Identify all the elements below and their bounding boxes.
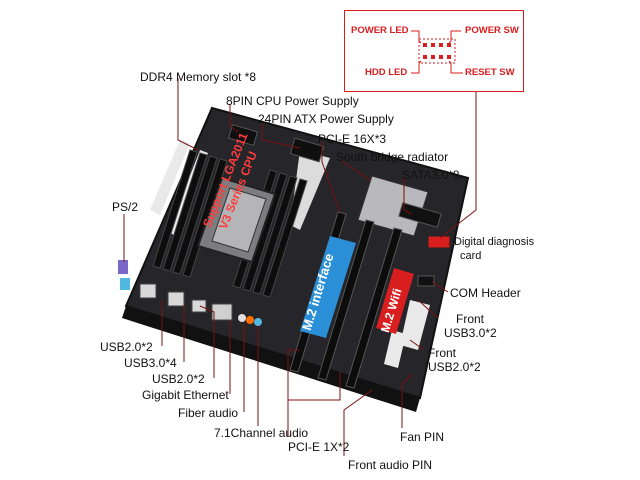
label-sata: SATA3.0*8 [402,168,460,182]
leader-front-usb3 [417,299,439,319]
label-front-audio: Front audio PIN [348,458,433,472]
label-usb3: USB3.0*4 [124,356,177,370]
label-pcie1: PCI-E 1X*2 [288,440,350,454]
sata-ports [398,202,442,228]
label-gigabit: Gigabit Ethernet [142,388,229,402]
leader-pcie16 [321,142,341,213]
label-cpu-power: 8PIN CPU Power Supply [226,94,359,108]
label-usb2-b: USB2.0*2 [152,372,205,386]
label-pcie16: PCI-E 16X*3 [318,132,387,146]
label-front-usb3-line1: Front [456,312,485,326]
atx-power-connector [289,137,325,163]
leader-ddr4 [177,78,199,151]
m2-wifi-card [376,268,414,334]
leader-south-bridge [339,159,371,181]
legend-power-sw: POWER SW [465,25,519,36]
legend-power-led: POWER LED [351,25,409,36]
label-ddr4: DDR4 Memory slot *8 [140,70,257,84]
label-diag-line2: card [460,250,482,262]
leader-usb2b [199,305,215,378]
front-panel-legend: POWER LED POWER SW HDD LED RESET SW [344,10,524,92]
leader-front-usb2 [409,339,425,351]
label-fan: Fan PIN [400,430,445,444]
legend-hdd-led: HDD LED [365,67,408,78]
label-south-bridge: South bridge radiator [336,150,449,164]
label-com: COM Header [450,286,521,300]
label-atx-power: 24PIN ATX Power Supply [258,112,394,126]
leader-cpu-power [229,104,239,133]
south-bridge-heatsink [357,175,429,237]
motherboard-edge [122,306,420,412]
label-front-usb3-line2: USB3.0*2 [444,326,497,340]
com-header [417,275,435,287]
leader-sata [403,178,413,215]
leader-atx [261,122,301,149]
leader-fan [401,373,413,428]
label-71-channel: 7.1Channel audio [214,426,309,440]
leader-pcie1 [287,349,300,436]
label-fiber-audio: Fiber audio [178,406,239,420]
leader-com [431,281,449,293]
front-panel-pin-diagram [411,30,463,74]
label-front-usb2-line1: Front [428,346,457,360]
m2-interface-card [300,236,356,338]
label-front-usb2-line2: USB2.0*2 [428,360,481,374]
label-usb2-a: USB2.0*2 [100,340,153,354]
diagnosis-display [427,235,451,249]
leader-front-audio [343,389,373,456]
label-diag-line1: Digital diagnosis [454,236,535,248]
leader-pcie1b [288,372,341,401]
legend-reset-sw: RESET SW [465,67,515,78]
leader-legend [439,84,477,239]
label-ps2: PS/2 [112,200,139,214]
io-panel [118,260,262,326]
